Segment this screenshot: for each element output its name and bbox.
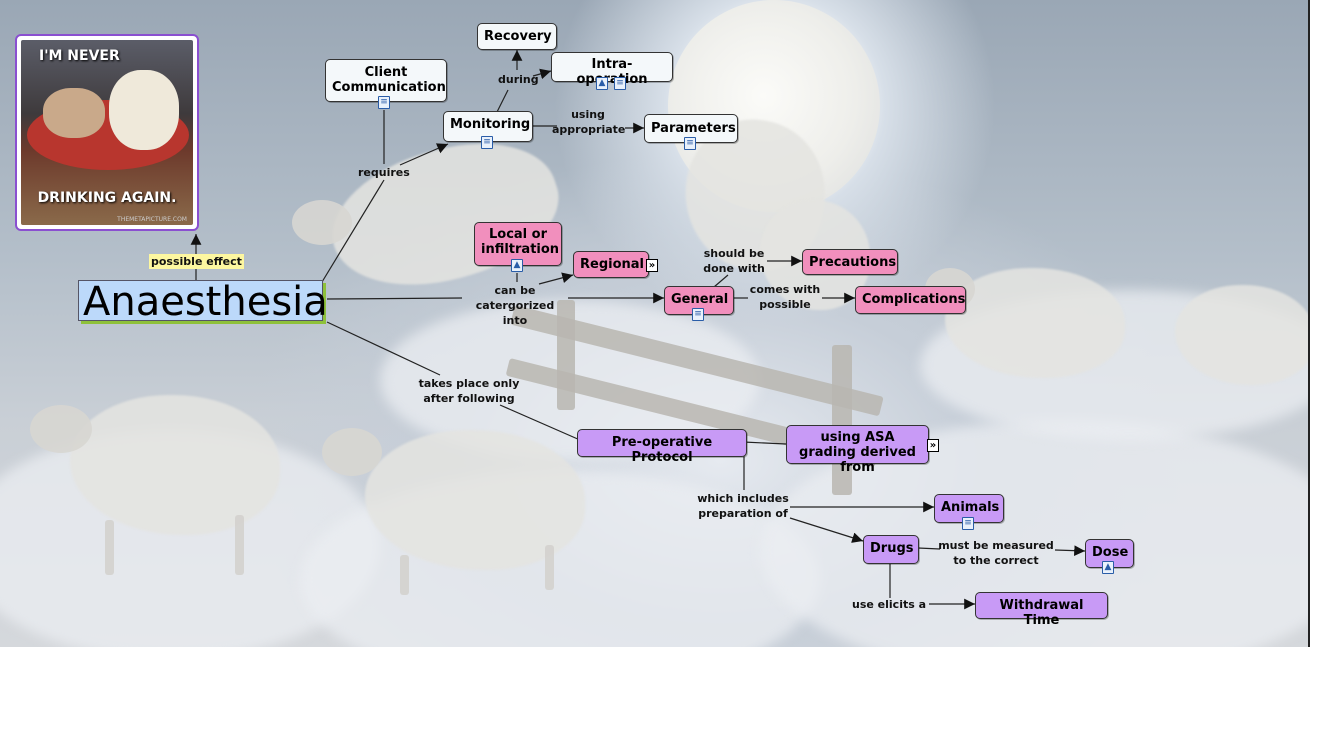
concept-withdrawal-time[interactable]: Withdrawal Time xyxy=(975,592,1108,628)
note-icon[interactable]: ≡ xyxy=(378,96,390,109)
link-takes-place[interactable]: takes place only after following xyxy=(418,377,520,405)
hangover-image-node[interactable]: I'M NEVER DRINKING AGAIN. THEMETAPICTURE… xyxy=(15,34,199,231)
link-should-be-done-with[interactable]: should be done with xyxy=(703,247,765,275)
sheep-image xyxy=(945,268,1125,378)
sheep-image xyxy=(545,545,554,590)
note-icon[interactable]: ≡ xyxy=(481,136,493,149)
link-possible-effect[interactable]: possible effect xyxy=(149,254,244,269)
link-lines xyxy=(190,50,1086,610)
concept-dose[interactable]: Dose xyxy=(1085,539,1134,568)
sheep-image xyxy=(235,515,244,575)
link-must-be-measured[interactable]: must be measured to the correct xyxy=(938,539,1054,567)
note-icon[interactable]: ≡ xyxy=(962,517,974,530)
image-caption-bottom: DRINKING AGAIN. xyxy=(37,190,177,206)
kitten-lamb-photo: I'M NEVER DRINKING AGAIN. THEMETAPICTURE… xyxy=(21,40,193,225)
concept-pre-operative-protocol[interactable]: Pre-operative Protocol xyxy=(577,429,747,465)
concept-precautions[interactable]: Precautions xyxy=(802,249,898,275)
sheep-image xyxy=(322,428,382,476)
link-comes-with-possible[interactable]: comes with possible xyxy=(749,283,821,311)
concept-anaesthesia[interactable]: Anaesthesia xyxy=(78,280,328,322)
window-border xyxy=(1308,0,1310,647)
link-use-elicits[interactable]: use elicits a xyxy=(852,598,927,611)
fence-post xyxy=(557,300,575,410)
image-icon[interactable]: ▲ xyxy=(1102,561,1114,574)
image-caption-top: I'M NEVER xyxy=(39,48,120,64)
sheep-image xyxy=(292,200,352,245)
expand-icon[interactable]: » xyxy=(646,259,658,272)
concept-recovery[interactable]: Recovery xyxy=(477,23,557,50)
sheep-image xyxy=(1175,285,1310,385)
link-requires[interactable]: requires xyxy=(358,166,410,179)
image-credit: THEMETAPICTURE.COM xyxy=(117,216,187,223)
link-which-includes[interactable]: which includes preparation of xyxy=(697,492,789,520)
expand-icon[interactable]: » xyxy=(927,439,939,452)
sheep-image xyxy=(70,395,280,535)
note-icon[interactable]: ≡ xyxy=(692,308,704,321)
concept-client-communication[interactable]: Client Communication xyxy=(325,59,447,102)
note-icon[interactable]: ≡ xyxy=(684,137,696,150)
concept-regional[interactable]: Regional xyxy=(573,251,649,278)
concept-drugs[interactable]: Drugs xyxy=(863,535,919,564)
sheep-image xyxy=(105,520,114,575)
sheep-image xyxy=(30,405,92,453)
link-using-appropriate[interactable]: using appropriate xyxy=(552,108,626,136)
link-during[interactable]: during xyxy=(498,73,539,86)
link-can-be-categorized[interactable]: can be catergorized into xyxy=(475,284,555,327)
concept-map-canvas: I'M NEVER DRINKING AGAIN. THEMETAPICTURE… xyxy=(0,0,1310,647)
image-icon[interactable]: ▲ xyxy=(596,77,608,90)
sheep-image xyxy=(400,555,409,595)
image-icon[interactable]: ▲ xyxy=(511,259,523,272)
note-icon[interactable]: ≡ xyxy=(614,77,626,90)
lamb-shape xyxy=(109,70,179,150)
kitten-shape xyxy=(43,88,105,138)
concept-local-infiltration[interactable]: Local or infiltration xyxy=(474,222,562,266)
concept-asa-grading[interactable]: using ASA grading derived from xyxy=(786,425,929,475)
concept-intra-operation[interactable]: Intra-operation xyxy=(551,52,673,87)
concept-complications[interactable]: Complications xyxy=(855,286,966,314)
